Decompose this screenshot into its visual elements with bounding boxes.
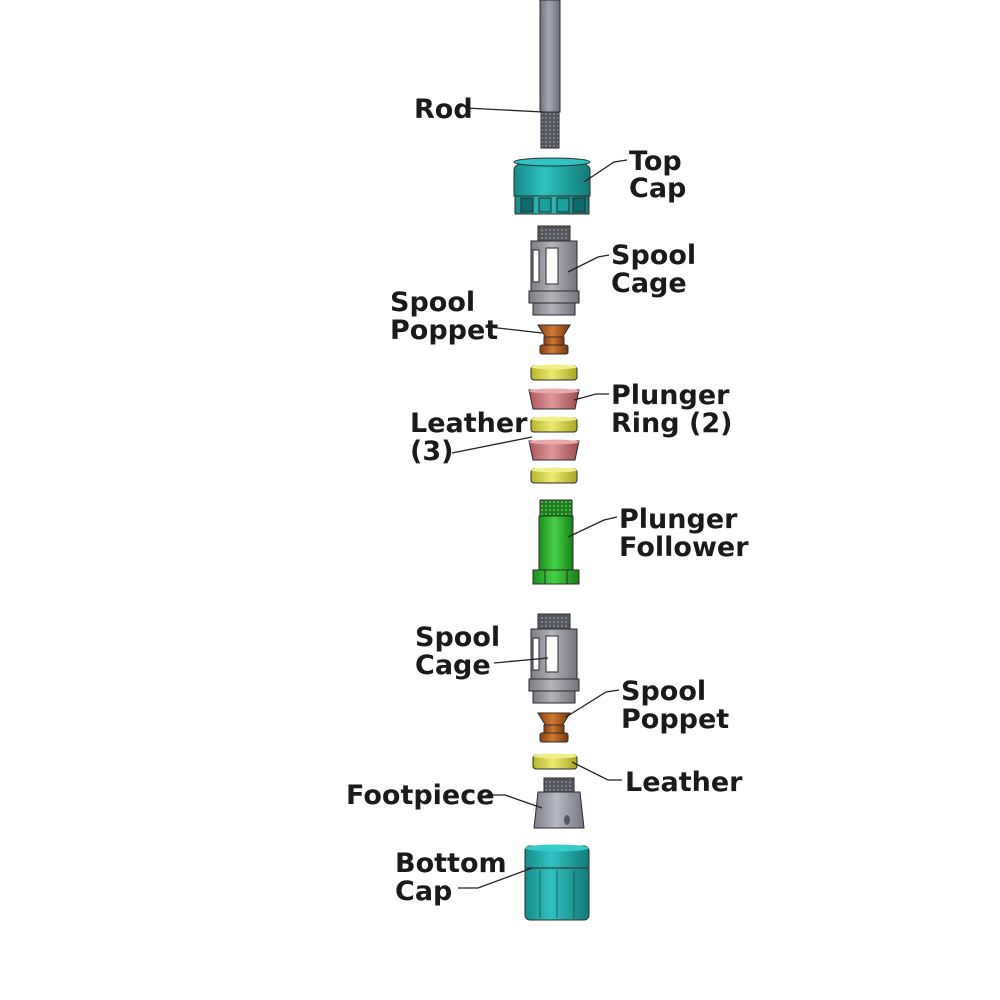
label-plunger-follower: Plunger Follower	[619, 504, 749, 563]
plunger-ring-2	[528, 439, 580, 461]
leather-washer-2	[530, 416, 578, 433]
label-leather-lower: Leather	[625, 767, 743, 798]
label-plunger-ring: Plunger Ring (2)	[611, 380, 732, 439]
svg-text:Cap: Cap	[395, 876, 452, 907]
svg-text:Top: Top	[629, 146, 682, 177]
rod-part	[539, 0, 561, 149]
spool-poppet-upper-part	[537, 324, 571, 355]
svg-text:Spool: Spool	[611, 240, 696, 271]
spool-cage-lower-part	[528, 613, 580, 704]
svg-text:Poppet: Poppet	[621, 704, 729, 735]
plunger-ring-1	[528, 388, 580, 410]
svg-text:Plunger: Plunger	[619, 504, 738, 535]
svg-text:Plunger: Plunger	[611, 380, 730, 411]
label-footpiece: Footpiece	[346, 780, 495, 811]
label-leather-upper: Leather (3)	[410, 408, 528, 467]
label-bottom-cap: Bottom Cap	[395, 848, 507, 907]
svg-text:Bottom: Bottom	[395, 848, 507, 879]
leather-washer-3	[530, 467, 578, 484]
label-rod: Rod	[414, 94, 473, 125]
label-spool-poppet-upper: Spool Poppet	[390, 287, 498, 346]
label-spool-cage-lower: Spool Cage	[415, 622, 500, 681]
svg-text:Cage: Cage	[415, 650, 491, 681]
svg-text:Spool: Spool	[621, 676, 706, 707]
label-top-cap: Top Cap	[629, 146, 686, 204]
footpiece-part	[533, 777, 585, 829]
svg-text:Leather: Leather	[410, 408, 528, 439]
leather-lower-part	[532, 753, 578, 770]
svg-text:(3): (3)	[410, 436, 453, 467]
label-spool-cage-upper: Spool Cage	[611, 240, 696, 299]
svg-text:Cap: Cap	[629, 173, 686, 204]
svg-text:Spool: Spool	[415, 622, 500, 653]
bottom-cap-part	[524, 844, 590, 921]
spool-poppet-lower-part	[537, 712, 571, 743]
svg-text:Cage: Cage	[611, 268, 687, 299]
leader-lines	[451, 107, 628, 889]
top-cap-part	[513, 157, 591, 215]
svg-text:Follower: Follower	[619, 532, 749, 563]
label-spool-poppet-lower: Spool Poppet	[621, 676, 729, 735]
svg-text:Poppet: Poppet	[390, 315, 498, 346]
leather-washer-1	[530, 364, 578, 381]
spool-cage-upper-part	[528, 225, 580, 316]
plunger-follower-part	[532, 499, 580, 585]
svg-text:Ring (2): Ring (2)	[611, 408, 732, 439]
svg-text:Spool: Spool	[390, 287, 475, 318]
